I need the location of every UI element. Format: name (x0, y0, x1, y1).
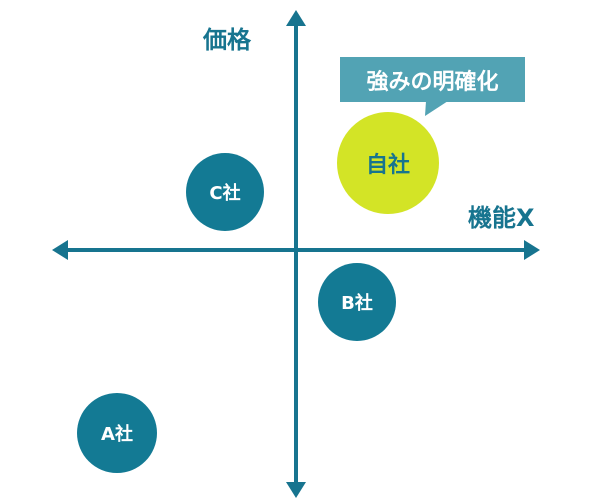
company-c: C社 (186, 153, 264, 231)
callout-text: 強みの明確化 (366, 69, 499, 95)
y-axis-label: 価格 (203, 26, 251, 54)
arrow-up-icon (286, 10, 306, 26)
x-axis-label: 機能X (468, 204, 535, 232)
company-b: B社 (318, 263, 396, 341)
company-label: B社 (341, 293, 373, 314)
arrow-left-icon (52, 240, 68, 260)
arrow-down-icon (286, 482, 306, 498)
arrow-right-icon (524, 240, 540, 260)
company-label: A社 (101, 424, 133, 445)
callout-strength: 強みの明確化 (340, 57, 525, 102)
company-own: 自社 (337, 112, 439, 214)
callout-pointer (425, 101, 448, 116)
company-label: C社 (209, 183, 241, 204)
company-label: 自社 (365, 153, 410, 178)
company-a: A社 (77, 393, 157, 473)
